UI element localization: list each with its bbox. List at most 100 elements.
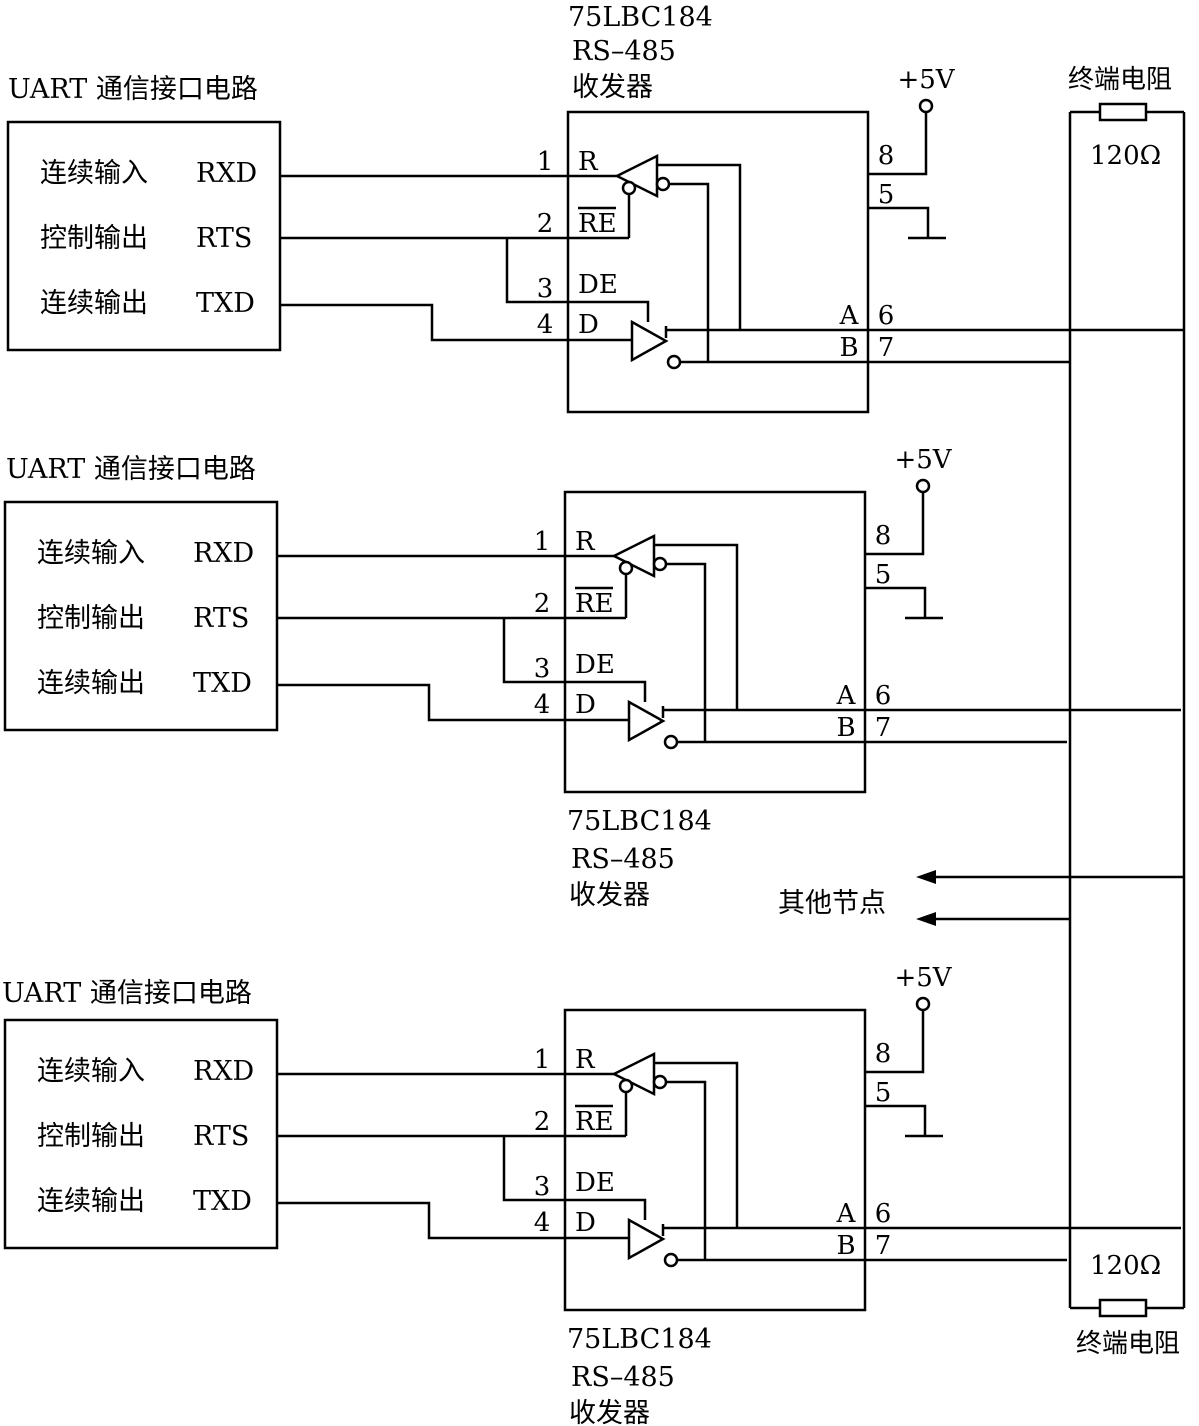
driver-buffer xyxy=(630,319,669,363)
rs485-bus xyxy=(1068,110,1186,1310)
uart-box xyxy=(3,500,279,732)
pin-6-number: 6 xyxy=(878,301,895,331)
pin-4-number: 4 xyxy=(534,690,551,720)
pin-r-label: R xyxy=(578,147,599,177)
uart-signal-rxd: RXD xyxy=(193,538,254,569)
wire xyxy=(277,683,629,722)
uart-signal-rxd: RXD xyxy=(196,158,257,189)
pin-5-number: 5 xyxy=(878,180,895,210)
other-nodes-label: 其他节点 xyxy=(778,888,886,919)
wire xyxy=(669,182,710,362)
uart-signal-rts: RTS xyxy=(196,223,252,254)
chip-role-label: 收发器 xyxy=(572,72,653,103)
uart-row-label: 控制输出 xyxy=(40,223,148,254)
pin-b-label: B xyxy=(836,1231,855,1261)
chip-standard-label: RS–485 xyxy=(571,1362,675,1393)
uart-signal-rts: RTS xyxy=(193,603,249,634)
pin-2-number: 2 xyxy=(534,589,551,619)
pin-re-label: RE xyxy=(575,1107,614,1137)
uart-signal-txd: TXD xyxy=(193,1186,252,1217)
power-terminal xyxy=(918,98,934,114)
pin-2-number: 2 xyxy=(534,1107,551,1137)
pin-7-number: 7 xyxy=(875,713,892,743)
chip-part-label: 75LBC184 xyxy=(568,2,713,33)
chip-part-label: 75LBC184 xyxy=(567,1324,712,1355)
uart-title: UART 通信接口电路 xyxy=(6,454,256,485)
driver-inverted-output-bubble xyxy=(663,734,679,750)
receiver-buffer xyxy=(611,533,656,579)
wire xyxy=(277,1201,629,1240)
uart-signal-rts: RTS xyxy=(193,1121,249,1152)
terminator-label-bottom: 终端电阻 xyxy=(1076,1329,1180,1359)
pin-a-label: A xyxy=(839,301,860,331)
receiver-inverted-input-bubble xyxy=(652,556,668,572)
driver-buffer xyxy=(627,699,666,743)
pin-8-number: 8 xyxy=(878,141,895,171)
wire xyxy=(505,238,650,322)
pin-b-label: B xyxy=(839,333,858,363)
pin-6-number: 6 xyxy=(875,1199,892,1229)
wire xyxy=(868,206,930,238)
uart-row-label: 控制输出 xyxy=(37,603,145,634)
terminator-value-top: 120Ω xyxy=(1090,141,1161,171)
uart-box xyxy=(6,120,282,352)
pin-a-label: A xyxy=(836,681,857,711)
pin-5-number: 5 xyxy=(875,560,892,590)
power-label: +5V xyxy=(894,963,952,993)
pin-2-number: 2 xyxy=(537,209,554,239)
pin-3-number: 3 xyxy=(534,654,551,684)
uart-row-label: 控制输出 xyxy=(37,1121,145,1152)
receiver-buffer xyxy=(611,1051,656,1097)
uart-row-label: 连续输入 xyxy=(40,158,148,189)
pin-1-number: 1 xyxy=(534,1045,551,1075)
uart-row-label: 连续输出 xyxy=(40,288,148,319)
wire xyxy=(657,163,742,330)
pin-de-label: DE xyxy=(578,270,618,300)
pin-a-label: A xyxy=(836,1199,857,1229)
uart-box xyxy=(3,1018,279,1250)
chip-standard-label: RS–485 xyxy=(572,36,676,67)
pin-r-label: R xyxy=(575,527,596,557)
terminator-resistor-top xyxy=(1098,102,1148,122)
uart-signal-txd: TXD xyxy=(196,288,255,319)
pin-3-number: 3 xyxy=(534,1172,551,1202)
pin-4-number: 4 xyxy=(537,310,554,340)
wire xyxy=(280,303,632,342)
uart-title: UART 通信接口电路 xyxy=(2,978,252,1009)
receiver-buffer xyxy=(614,153,659,199)
chip-part-label: 75LBC184 xyxy=(567,806,712,837)
pin-r-label: R xyxy=(575,1045,596,1075)
pin-8-number: 8 xyxy=(875,1039,892,1069)
pin-re-label: RE xyxy=(578,209,617,239)
wire xyxy=(502,618,647,702)
receiver-enable-bubble xyxy=(618,1078,634,1094)
pin-re-label: RE xyxy=(575,589,614,619)
pin-d-label: D xyxy=(575,690,596,720)
pin-d-label: D xyxy=(575,1208,596,1238)
power-label: +5V xyxy=(897,65,955,95)
wire xyxy=(666,1080,707,1260)
power-label: +5V xyxy=(894,445,952,475)
receiver-inverted-input-bubble xyxy=(655,176,671,192)
uart-signal-rxd: RXD xyxy=(193,1056,254,1087)
wire xyxy=(865,586,927,618)
pin-d-label: D xyxy=(578,310,599,340)
pin-1-number: 1 xyxy=(537,147,554,177)
wire xyxy=(666,562,707,742)
wire xyxy=(865,1104,927,1136)
driver-inverted-output-bubble xyxy=(666,354,682,370)
pin-4-number: 4 xyxy=(534,1208,551,1238)
uart-row-label: 连续输出 xyxy=(37,668,145,699)
pin-de-label: DE xyxy=(575,650,615,680)
transceiver-chip xyxy=(563,1008,867,1312)
driver-inverted-output-bubble xyxy=(663,1252,679,1268)
uart-row-label: 连续输入 xyxy=(37,1056,145,1087)
pin-6-number: 6 xyxy=(875,681,892,711)
uart-row-label: 连续输出 xyxy=(37,1186,145,1217)
terminator-resistor-bottom xyxy=(1098,1298,1148,1318)
wire xyxy=(654,1061,739,1228)
